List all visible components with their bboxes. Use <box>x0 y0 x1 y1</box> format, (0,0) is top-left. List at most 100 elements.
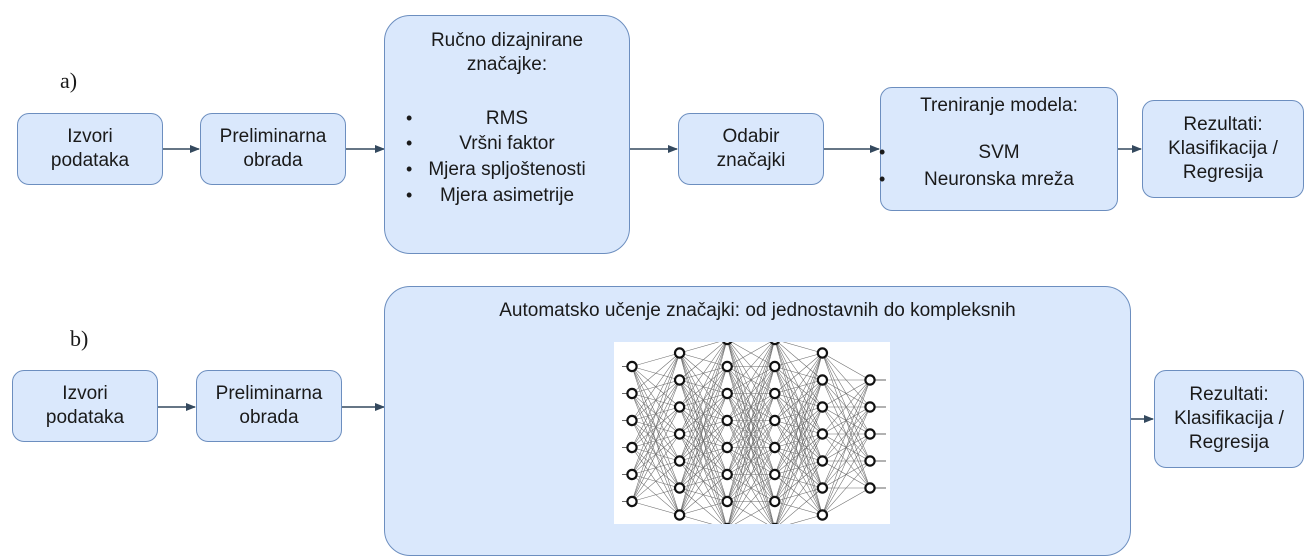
nn-connection <box>632 353 680 448</box>
nn-connection <box>632 407 680 502</box>
nn-neuron-layer-3 <box>723 389 732 398</box>
row-a-label: a) <box>60 68 77 94</box>
nn-connection <box>775 342 823 353</box>
nn-connection <box>680 342 728 353</box>
nn-neuron-layer-1 <box>627 470 636 479</box>
nn-connection <box>680 353 728 524</box>
nn-neuron-layer-2 <box>675 348 684 357</box>
nn-connection <box>680 342 728 515</box>
nn-neuron-layer-4 <box>770 362 779 371</box>
features-item-kurtosis: Mjera spljoštenosti <box>402 158 612 182</box>
nn-neuron-layer-1 <box>627 389 636 398</box>
nn-neuron-layer-3 <box>723 497 732 506</box>
a-results-line-3: Regresija <box>1183 161 1263 185</box>
nn-connection <box>775 353 823 448</box>
nn-neuron-layer-3 <box>723 342 732 344</box>
nn-connection <box>775 353 823 502</box>
nn-connection <box>775 342 823 488</box>
a-results-box: Rezultati: Klasifikacija / Regresija <box>1142 100 1304 198</box>
nn-neuron-layer-2 <box>675 429 684 438</box>
nn-neuron-layer-2 <box>675 483 684 492</box>
nn-connection <box>680 448 728 516</box>
nn-neuron-layer-2 <box>675 375 684 384</box>
a-results-line-1: Rezultati: <box>1183 113 1262 137</box>
b-data-source-line-2: podataka <box>46 406 124 430</box>
b-preprocessing-box: Preliminarna obrada <box>196 370 342 442</box>
a-data-source-line-2: podataka <box>51 149 129 173</box>
nn-connection <box>632 353 680 394</box>
nn-neuron-layer-5 <box>818 402 827 411</box>
learning-title: Automatsko učenje značajki: od jednostav… <box>499 299 1015 323</box>
selection-line-1: Odabir <box>722 125 779 149</box>
training-item-svm: SVM <box>879 141 1119 165</box>
a-preprocessing-line-1: Preliminarna <box>220 125 327 149</box>
nn-neuron-layer-3 <box>723 470 732 479</box>
nn-connection <box>822 380 870 515</box>
nn-neuron-layer-4 <box>770 497 779 506</box>
nn-connection <box>632 434 680 502</box>
nn-connection <box>822 353 870 380</box>
nn-neuron-layer-2 <box>675 456 684 465</box>
nn-connection <box>775 353 823 394</box>
a-feature-selection-box: Odabir značajki <box>678 113 824 185</box>
nn-connection <box>822 488 870 515</box>
nn-neuron-layer-6 <box>865 456 874 465</box>
nn-neuron-layer-5 <box>818 348 827 357</box>
selection-line-2: značajki <box>717 149 786 173</box>
nn-connection <box>775 353 823 421</box>
b-data-source-box: Izvori podataka <box>12 370 158 442</box>
neural-network-graph <box>614 342 890 524</box>
a-model-training-box: Treniranje modela: SVM Neuronska mreža <box>880 87 1118 211</box>
neural-network-illustration <box>614 342 890 524</box>
nn-connection <box>632 488 680 502</box>
nn-neuron-layer-5 <box>818 456 827 465</box>
nn-neuron-layer-1 <box>627 443 636 452</box>
nn-connection <box>680 475 728 516</box>
nn-neuron-layer-6 <box>865 402 874 411</box>
training-list: SVM Neuronska mreža <box>879 138 1119 192</box>
features-title-line-2: značajke: <box>467 53 547 77</box>
b-results-line-1: Rezultati: <box>1189 383 1268 407</box>
b-preprocessing-line-1: Preliminarna <box>216 382 323 406</box>
b-preprocessing-line-2: obrada <box>239 406 298 430</box>
nn-neuron-layer-6 <box>865 375 874 384</box>
nn-neuron-layer-2 <box>675 510 684 519</box>
nn-neuron-layer-1 <box>627 497 636 506</box>
nn-neuron-layer-4 <box>770 389 779 398</box>
nn-connection <box>775 353 823 367</box>
nn-neuron-layer-4 <box>770 443 779 452</box>
nn-neuron-layer-4 <box>770 416 779 425</box>
nn-connection <box>775 353 823 475</box>
nn-connection <box>680 367 728 516</box>
features-item-skewness: Mjera asimetrije <box>402 184 612 208</box>
a-preprocessing-line-2: obrada <box>243 149 302 173</box>
features-item-rms: RMS <box>402 107 612 131</box>
nn-neuron-layer-3 <box>723 362 732 371</box>
nn-connection <box>822 434 870 515</box>
nn-neuron-layer-5 <box>818 510 827 519</box>
nn-neuron-layer-5 <box>818 375 827 384</box>
features-list: RMS Vršni faktor Mjera spljoštenosti Mje… <box>402 105 612 208</box>
nn-neuron-layer-5 <box>818 429 827 438</box>
nn-connection <box>632 380 680 502</box>
nn-connection <box>632 353 680 502</box>
nn-neuron-layer-3 <box>723 416 732 425</box>
nn-connection <box>632 502 680 516</box>
nn-neuron-layer-4 <box>770 342 779 344</box>
nn-neuron-layer-1 <box>627 362 636 371</box>
nn-connection <box>680 394 728 516</box>
b-results-line-2: Klasifikacija / <box>1174 407 1284 431</box>
nn-connection <box>775 353 823 524</box>
nn-connection <box>775 342 823 515</box>
nn-neuron-layer-4 <box>770 470 779 479</box>
features-title-line-1: Ručno dizajnirane <box>431 29 583 53</box>
nn-neuron-layer-6 <box>865 483 874 492</box>
nn-connection <box>680 421 728 516</box>
features-item-crest-factor: Vršni faktor <box>402 132 612 156</box>
a-data-source-line-1: Izvori <box>67 125 112 149</box>
nn-neuron-layer-2 <box>675 402 684 411</box>
nn-connection <box>632 353 680 475</box>
training-item-neural-network: Neuronska mreža <box>879 168 1119 192</box>
a-results-line-2: Klasifikacija / <box>1168 137 1278 161</box>
row-b-label: b) <box>70 326 88 352</box>
